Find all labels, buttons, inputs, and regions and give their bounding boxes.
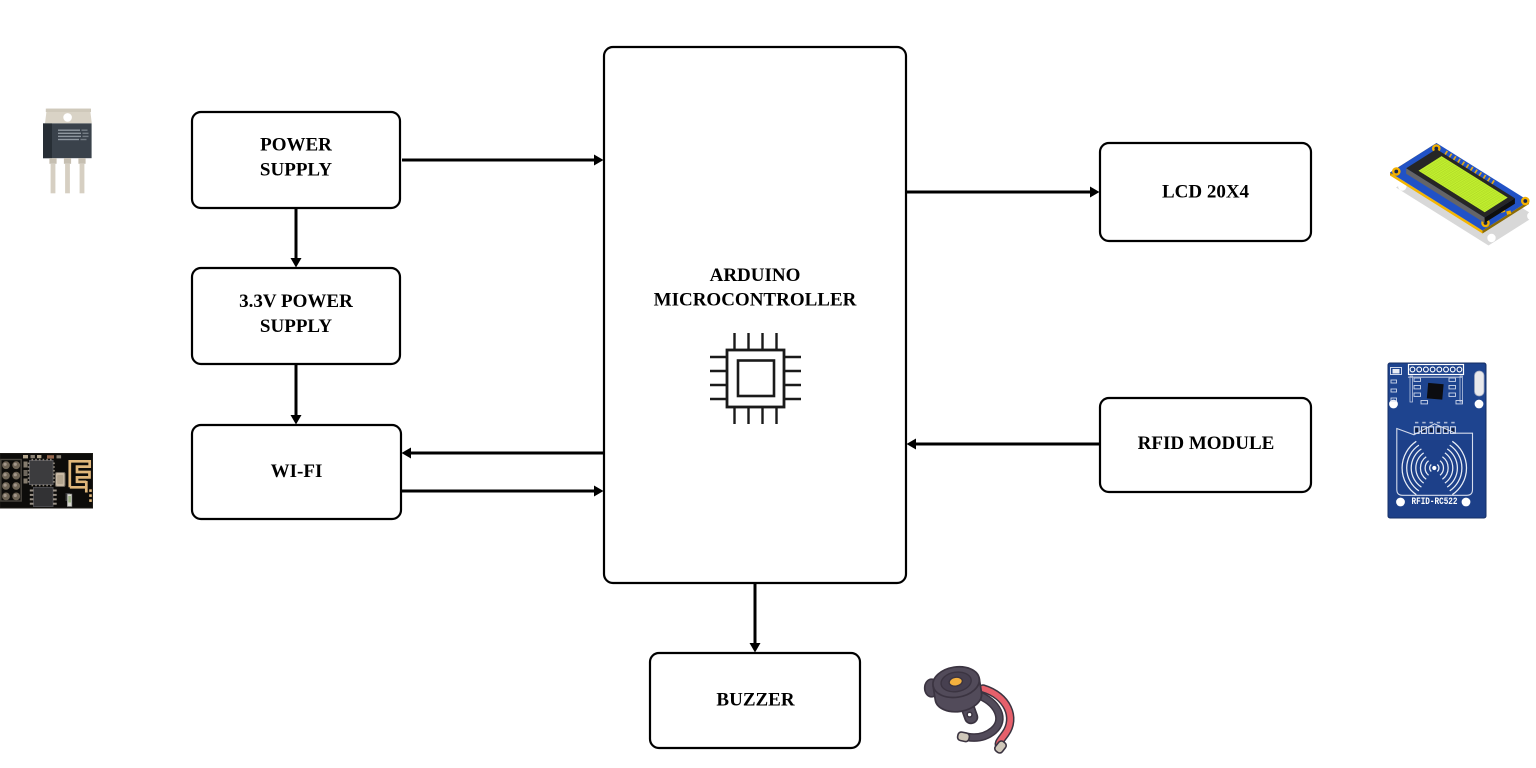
svg-text:RFID-RC522: RFID-RC522 <box>1412 496 1458 508</box>
svg-text:ARDUINO: ARDUINO <box>710 265 801 286</box>
svg-text:MICROCONTROLLER: MICROCONTROLLER <box>654 290 857 311</box>
svg-text:SUPPLY: SUPPLY <box>260 160 332 181</box>
svg-text:SUPPLY: SUPPLY <box>260 316 332 337</box>
svg-text:POWER: POWER <box>260 135 332 156</box>
svg-text:WI-FI: WI-FI <box>271 461 323 482</box>
svg-text:3.3V POWER: 3.3V POWER <box>239 291 353 312</box>
svg-text:LCD 20X4: LCD 20X4 <box>1162 182 1250 203</box>
svg-text:BUZZER: BUZZER <box>716 690 794 711</box>
svg-text:RFID MODULE: RFID MODULE <box>1138 433 1275 454</box>
